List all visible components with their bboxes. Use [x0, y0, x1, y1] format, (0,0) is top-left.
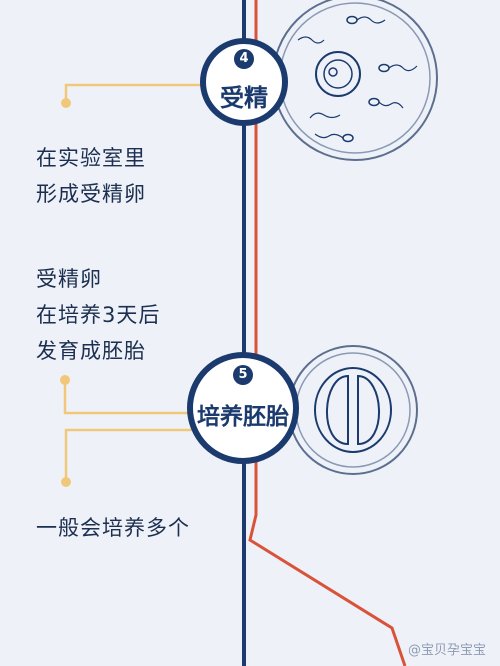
embryo-development-text: 受精卵 在培养3天后 发育成胚胎	[36, 267, 161, 363]
embryo-connector-bottom	[61, 428, 192, 487]
red-timeline-line	[248, 0, 407, 666]
step-5-label: 培养胚胎	[197, 404, 289, 430]
fertilization-connector	[61, 83, 205, 108]
culture-note-text: 一般会培养多个	[36, 516, 190, 540]
step-4-label: 受精	[220, 84, 268, 112]
step-5-circle	[187, 352, 299, 464]
embryo-connector-top	[60, 375, 192, 415]
fertilization-dish-illustration	[272, 0, 438, 161]
lab-fertilization-text: 在实验室里 形成受精卵	[36, 146, 146, 206]
step-4-circle	[200, 38, 288, 126]
embryo-dish-illustration	[288, 345, 418, 475]
step-5-number-badge: 5	[233, 365, 253, 385]
step-4-number-badge: 4	[234, 49, 254, 69]
watermark: @宝贝孕宝宝	[407, 643, 486, 658]
